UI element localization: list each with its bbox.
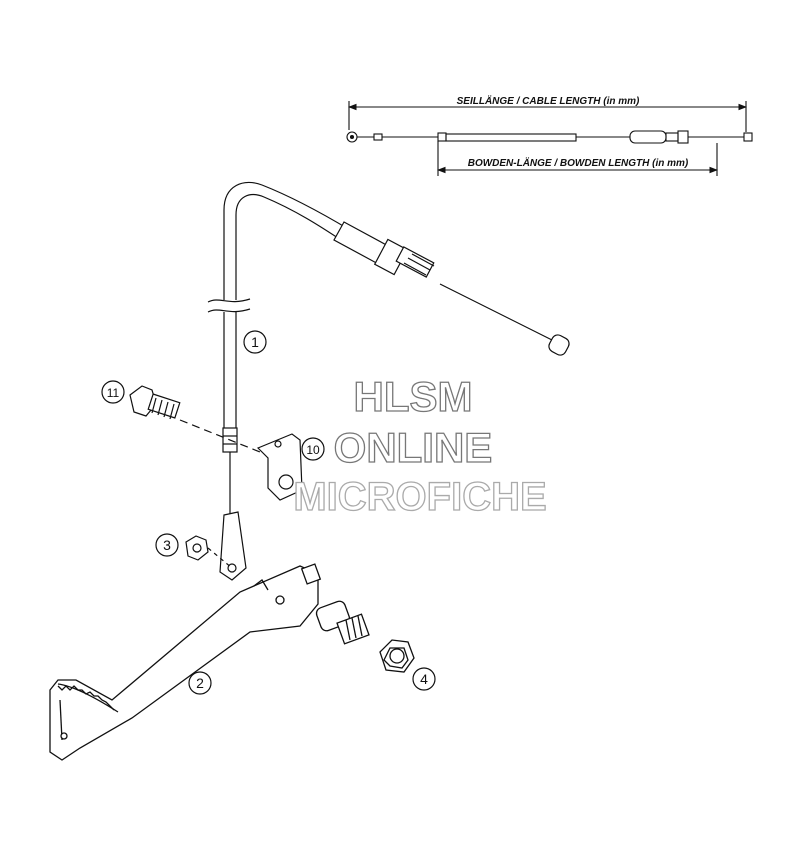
cable-dimension-inset: [346, 101, 753, 176]
brake-pedal-part-2: [49, 563, 370, 761]
cable-length-label: SEILLÄNGE / CABLE LENGTH (in mm): [457, 94, 640, 107]
bolt-part-11: [129, 385, 271, 457]
callout-part-4: 4: [412, 667, 436, 691]
watermark-line-2: ONLINE: [334, 424, 493, 471]
watermark: HLSM ONLINE MICROFICHE: [293, 372, 548, 519]
svg-text:11: 11: [107, 386, 120, 400]
watermark-line-1: HLSM: [354, 373, 473, 420]
nut-part-4: [379, 639, 415, 673]
svg-text:3: 3: [163, 537, 171, 553]
svg-text:1: 1: [251, 334, 259, 350]
callout-part-1: 1: [243, 330, 267, 354]
cable-inset-drawing: [346, 130, 753, 144]
brake-cable: [207, 181, 570, 581]
callout-part-3: 3: [155, 533, 179, 557]
svg-text:2: 2: [196, 675, 204, 691]
nut-part-3: [185, 535, 233, 569]
callout-part-11: 11: [101, 380, 125, 404]
svg-text:10: 10: [306, 443, 320, 457]
cable-bracket-part-10: [256, 433, 303, 501]
svg-text:4: 4: [420, 671, 428, 687]
callout-part-2: 2: [188, 671, 212, 695]
callout-part-10: 10: [301, 437, 325, 461]
bowden-length-label: BOWDEN-LÄNGE / BOWDEN LENGTH (in mm): [468, 156, 689, 169]
watermark-line-3: MICROFICHE: [293, 475, 546, 519]
